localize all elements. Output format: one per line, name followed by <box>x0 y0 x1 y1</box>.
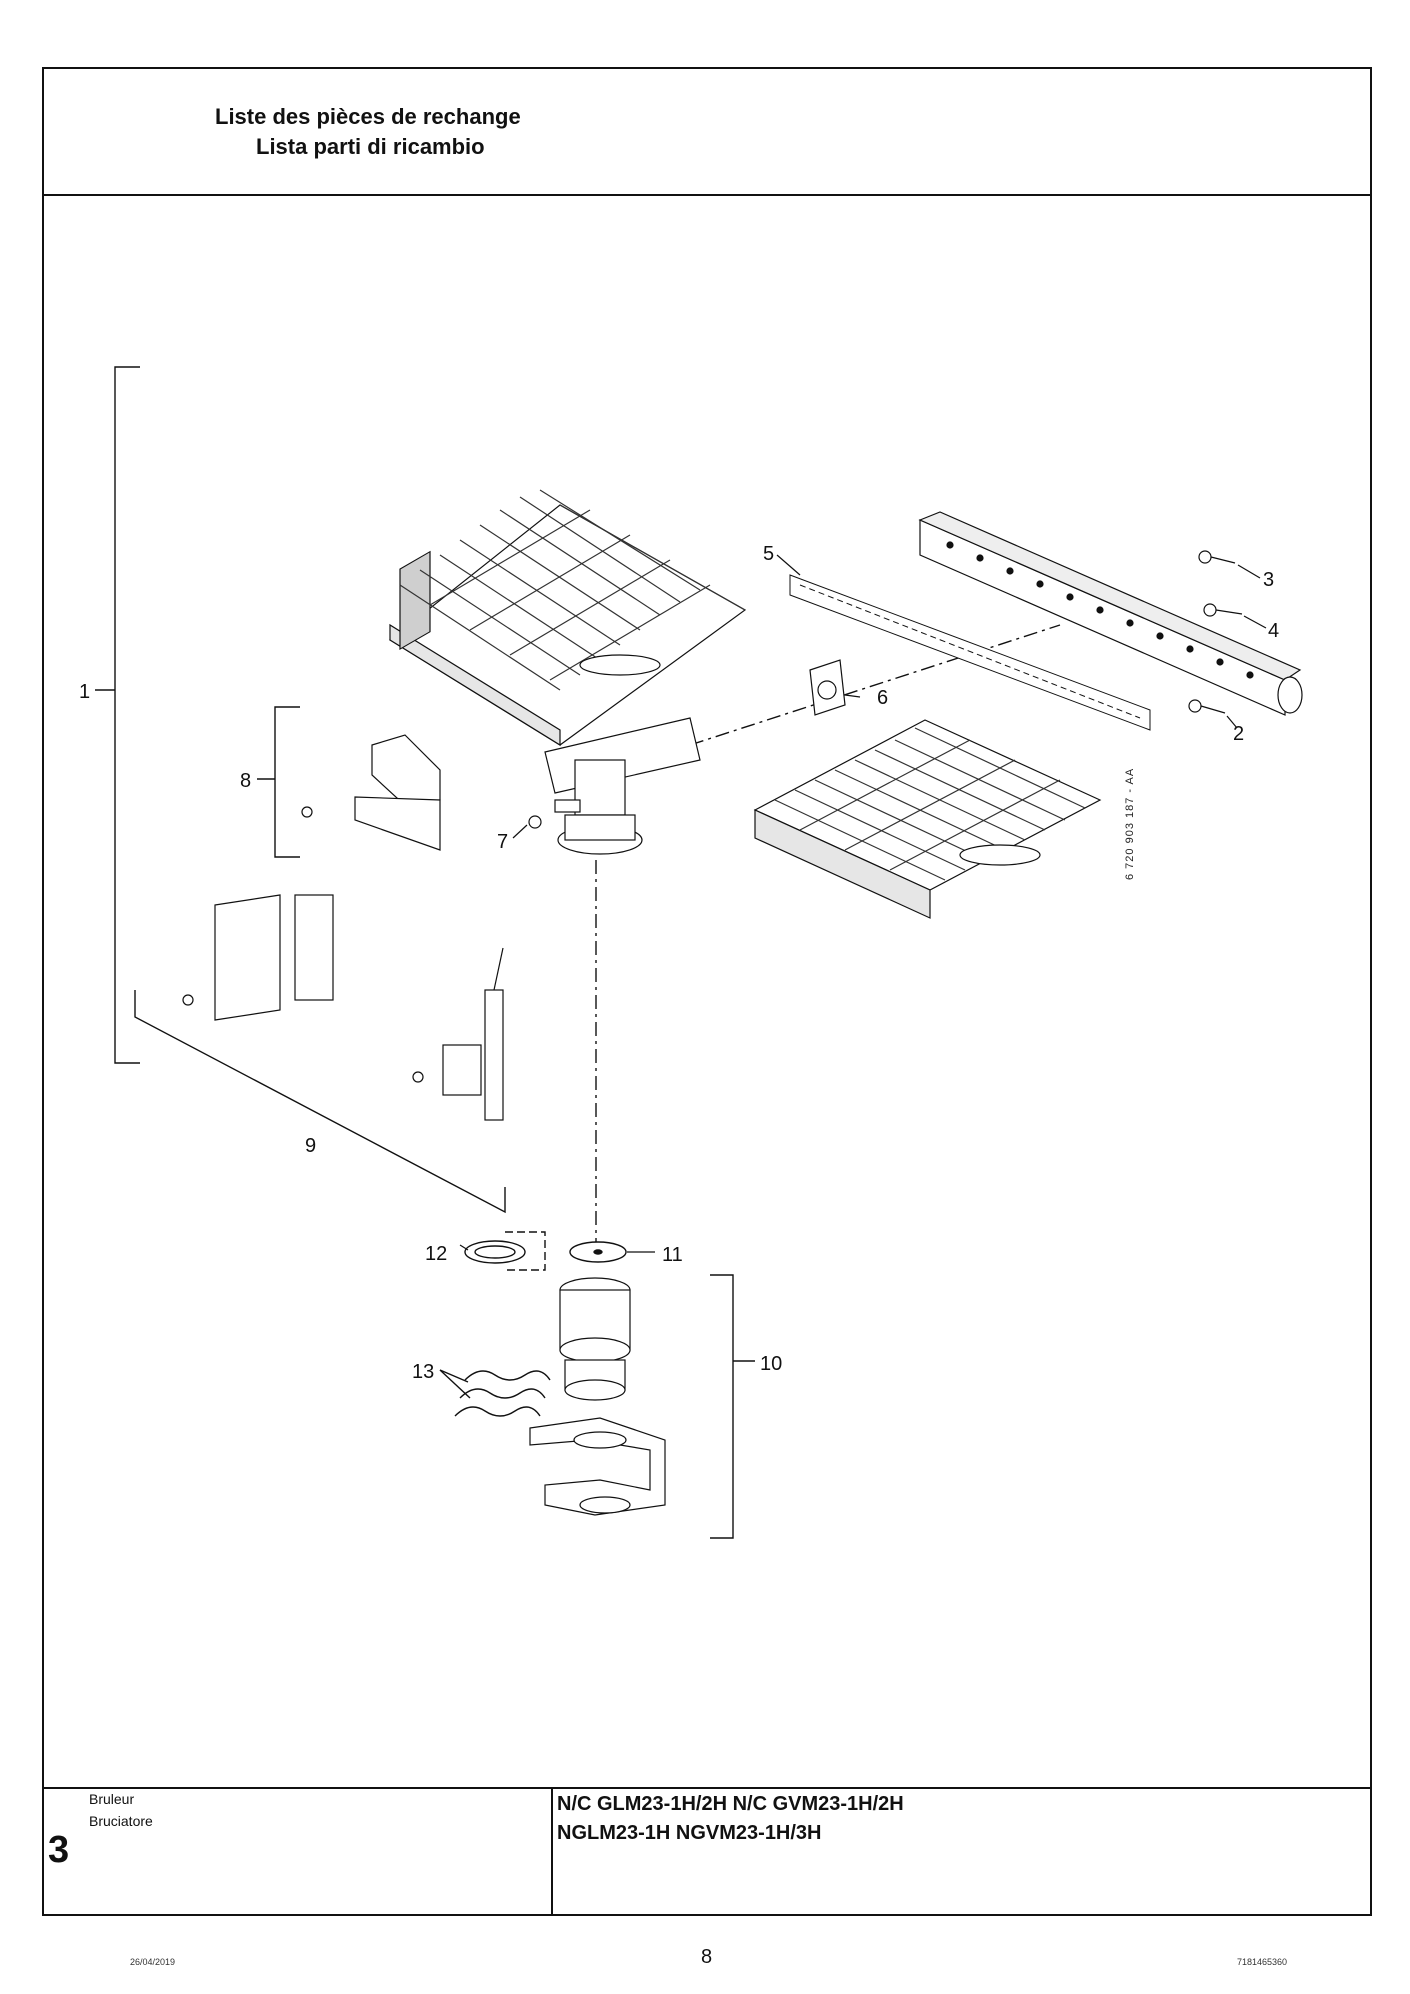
page-number: 8 <box>701 1946 713 1968</box>
callout-8: 8 <box>240 770 251 792</box>
bracket-10 <box>710 1274 734 1539</box>
gasket-strip <box>789 574 1151 731</box>
callout-10: 10 <box>760 1353 782 1375</box>
section-name-italian: Bruciatore <box>89 1813 153 1829</box>
footer-vertical-divider <box>551 1787 553 1916</box>
callout-4: 4 <box>1268 620 1279 642</box>
drawing-code: 6 720 903 187 - AA <box>1124 768 1136 880</box>
footer-document-number: 7181465360 <box>1237 1957 1288 1967</box>
retaining-clips <box>439 1369 551 1417</box>
electrode-assembly <box>214 894 504 1121</box>
callout-5: 5 <box>763 543 774 565</box>
page-frame: Liste des pièces de rechange Lista parti… <box>42 67 1372 1916</box>
section-name-french: Bruleur <box>89 1791 135 1807</box>
callout-11: 11 <box>662 1244 683 1266</box>
section-number: 3 <box>48 1829 70 1871</box>
gas-valve-body <box>544 717 701 855</box>
footer-date: 26/04/2019 <box>130 1957 176 1967</box>
washers <box>464 1240 627 1264</box>
footer-divider <box>44 1787 1370 1789</box>
small-gasket <box>809 659 846 716</box>
callout-2: 2 <box>1233 723 1244 745</box>
title-french: Liste des pièces de rechange <box>215 104 521 129</box>
callout-1: 1 <box>79 681 90 703</box>
title-italian: Lista parti di ricambio <box>256 134 485 159</box>
mounting-bracket <box>354 734 441 851</box>
bracket-9 <box>134 990 506 1214</box>
callout-3: 3 <box>1263 569 1274 591</box>
screws <box>182 550 1243 1083</box>
model-list-line-1: N/C GLM23-1H/2H N/C GVM23-1H/2H <box>557 1793 904 1815</box>
model-list-line-2: NGLM23-1H NGVM23-1H/3H <box>557 1822 822 1844</box>
nozzle-assembly <box>529 1277 666 1516</box>
callout-12: 12 <box>425 1243 447 1265</box>
callout-13: 13 <box>412 1361 434 1383</box>
bracket-1 <box>114 366 140 1064</box>
callout-9: 9 <box>305 1135 316 1157</box>
burner-block-left <box>388 489 747 747</box>
header-divider <box>44 194 1370 196</box>
callout-6: 6 <box>877 687 888 709</box>
manifold-bar <box>918 511 1303 716</box>
bracket-8 <box>274 706 300 858</box>
callout-7: 7 <box>497 831 508 853</box>
burner-block-right <box>753 719 1102 919</box>
